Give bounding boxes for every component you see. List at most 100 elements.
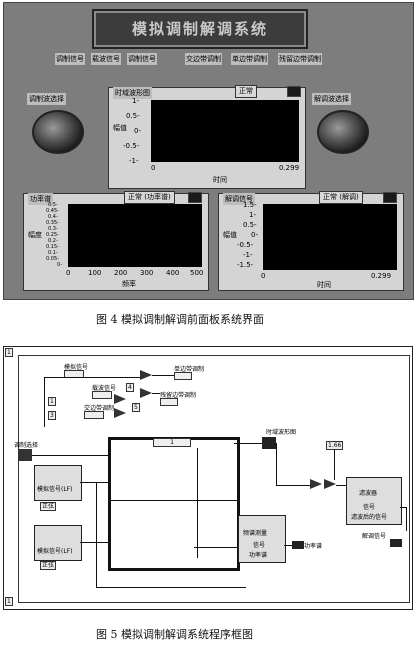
const-4: 4 (126, 383, 134, 392)
wire (96, 587, 246, 588)
time-ytick: 0.5- (126, 112, 140, 120)
modulation-select-knob[interactable] (32, 110, 84, 154)
vsb-label: 残留边带调制 (160, 392, 197, 399)
sim-block-2-label: 模拟信号(LF) (37, 548, 73, 555)
wire (80, 482, 108, 483)
mod-select-terminal[interactable] (18, 449, 32, 461)
filter-block[interactable]: 滤波器 信号 滤波后的信号 (346, 477, 402, 525)
sim-block-1-status: 正弦 (40, 502, 57, 511)
spectrum-graph-led (188, 192, 202, 203)
spec-ytick: 0.15- (46, 244, 59, 250)
wire (44, 377, 45, 427)
mod-knob-label: 调制波选择 (27, 93, 66, 105)
spec-xtick: 0 (66, 269, 71, 277)
spectrum-measure-block[interactable]: 频谱测量 信号 功率谱 (238, 515, 286, 563)
demod-xtick: 0.299 (371, 272, 392, 280)
ac-sideband-terminal[interactable] (84, 411, 104, 419)
demod-ytick: 0.5- (243, 221, 257, 229)
signal-label-5: 单边带调制 (231, 53, 268, 65)
spec-xtick: 500 (190, 269, 204, 277)
const-3: 3 (48, 411, 56, 420)
signal-label-3: 调制信号 (127, 53, 157, 65)
spec-ytick: 0- (57, 262, 62, 268)
time-plot-area[interactable] (151, 100, 299, 162)
wire (400, 507, 406, 508)
demod-signal-graph: 解调信号 正常 (解调) 1.5- 1- 0.5- 0- -0.5- -1- -… (218, 191, 404, 291)
sequence-frame-top-label: 1 (5, 348, 13, 357)
vsb-terminal[interactable] (160, 398, 178, 406)
spectrum-graph-status: 正常 (功率谱) (124, 191, 175, 204)
demod-graph-title: 解调信号 (223, 193, 255, 205)
wire (194, 547, 238, 548)
demod-ytick: 0- (251, 231, 258, 239)
wire (234, 443, 262, 444)
spec-xtick: 200 (114, 269, 128, 277)
spec-ytick: 0.4- (48, 214, 58, 220)
case-selector[interactable]: 1 (153, 438, 191, 447)
mod-select-label: 调制选择 (14, 442, 39, 449)
multiply-node-2[interactable] (140, 388, 152, 398)
signal-label-6: 残留边带调制 (278, 53, 322, 65)
carrier-terminal[interactable] (92, 391, 112, 399)
power-terminal[interactable] (292, 541, 304, 549)
spec-ytick: 0.45- (46, 208, 59, 214)
compare-node[interactable] (310, 479, 322, 489)
front-panel: 模拟调制解调系统 调制信号 载波信号 调制信号 交边带调制 单边带调制 残留边带… (3, 2, 414, 300)
spec-ytick: 0.1- (48, 250, 58, 256)
sim-signal-block-1[interactable]: 模拟信号(LF) (34, 465, 82, 501)
demod-knob-label: 解调波选择 (312, 93, 351, 105)
spectrum-graph-title: 功率谱 (28, 193, 53, 205)
demod-ytick: -1- (243, 251, 253, 259)
wire (276, 485, 310, 486)
wire (44, 377, 140, 378)
multiply-node-1[interactable] (140, 370, 152, 380)
multiply-node-3[interactable] (114, 408, 126, 418)
carrier-label: 载波信号 (92, 385, 117, 392)
power-spectrum-graph: 功率谱 正常 (功率谱) 0.5- 0.45- 0.4- 0.35- 0.3- … (23, 191, 209, 291)
sim-signal-block-2[interactable]: 模拟信号(LF) (34, 525, 82, 561)
multiply-node-4[interactable] (114, 394, 126, 404)
const-1-66[interactable]: 1.66 (326, 441, 344, 450)
demod-ytick: 1- (249, 211, 256, 219)
ssb-terminal[interactable] (174, 372, 192, 380)
wire (336, 485, 346, 486)
const-1: 1 (48, 397, 56, 406)
time-graph-status: 正常 (235, 85, 257, 98)
time-ytick: 0- (134, 127, 141, 135)
sequence-frame-bottom-label: 1 (5, 597, 13, 606)
spec-xtick: 300 (140, 269, 154, 277)
spec-xlabel: 频率 (122, 280, 136, 288)
filter-in: 信号 (363, 504, 376, 511)
spec-xtick: 100 (88, 269, 102, 277)
sim-block-2-status: 正弦 (40, 561, 57, 570)
panel-title: 模拟调制解调系统 (131, 20, 268, 38)
time-wave-terminal[interactable] (262, 437, 276, 449)
filter-out: 滤波后的信号 (351, 514, 388, 521)
demod-plot-area[interactable] (263, 204, 397, 270)
wire (152, 393, 160, 394)
block-diagram: 1 1 模拟信号 载波信号 交边带调制 单边带调制 残留边带调制 4 5 1 3… (3, 346, 413, 610)
spec-ytick: 0.05- (46, 256, 59, 262)
signal-label-1: 调制信号 (55, 53, 85, 65)
wire (197, 448, 198, 558)
demodulation-select-knob[interactable] (317, 110, 369, 154)
spectrum-plot-area[interactable] (68, 204, 202, 267)
time-waveform-graph: 时域波形图 正常 1- 0.5- 0- -0.5- -1- 幅值 0 0.299… (108, 85, 306, 189)
multiply-node-5[interactable] (324, 479, 336, 489)
wire (111, 500, 237, 501)
signal-label-4: 交边带调制 (185, 53, 222, 65)
case-structure[interactable]: 1 (108, 437, 240, 571)
demod-ylabel: 幅值 (223, 231, 237, 239)
sim-signal-label: 模拟信号 (64, 364, 89, 371)
time-graph-led (287, 86, 301, 97)
wire (80, 542, 108, 543)
time-xtick: 0 (151, 164, 156, 172)
time-ytick: -1- (129, 157, 139, 165)
demod-signal-terminal[interactable] (390, 539, 402, 547)
spec-ytick: 0.3- (48, 226, 58, 232)
wire (32, 455, 110, 456)
ac-sideband-label: 交边带调制 (84, 405, 115, 412)
power-label: 功率谱 (304, 543, 323, 550)
spec-ytick: 0.35- (46, 220, 59, 226)
spectrum-out: 功率谱 (249, 552, 268, 559)
